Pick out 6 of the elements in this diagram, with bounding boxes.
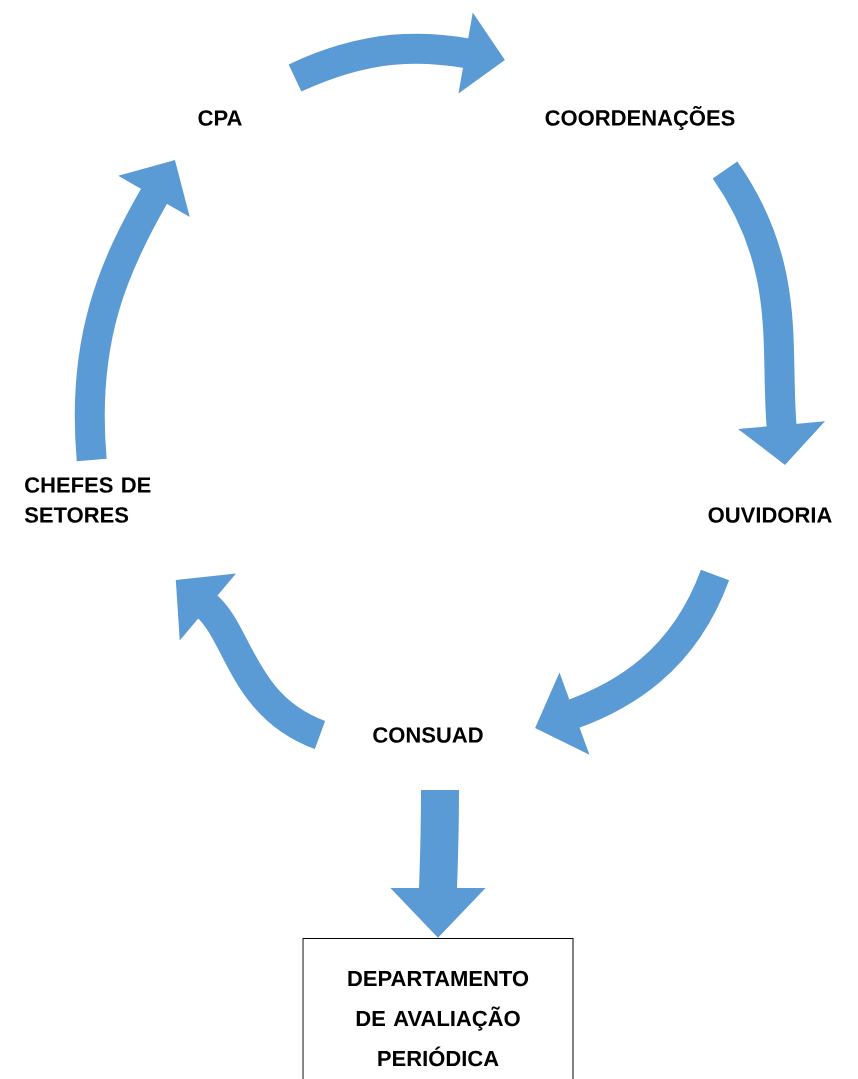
node-label: CONSUAD bbox=[373, 727, 483, 743]
node-label: COORDENAÇÕES bbox=[545, 105, 735, 131]
process-box: DEPARTAMENTO DE AVALIAÇÃO PERIÓDICA bbox=[302, 938, 574, 1079]
node-label: OUVIDORIA bbox=[708, 507, 832, 523]
node-label: CHEFES DE SETORES bbox=[24, 477, 151, 523]
node-label: CPA bbox=[198, 110, 242, 126]
